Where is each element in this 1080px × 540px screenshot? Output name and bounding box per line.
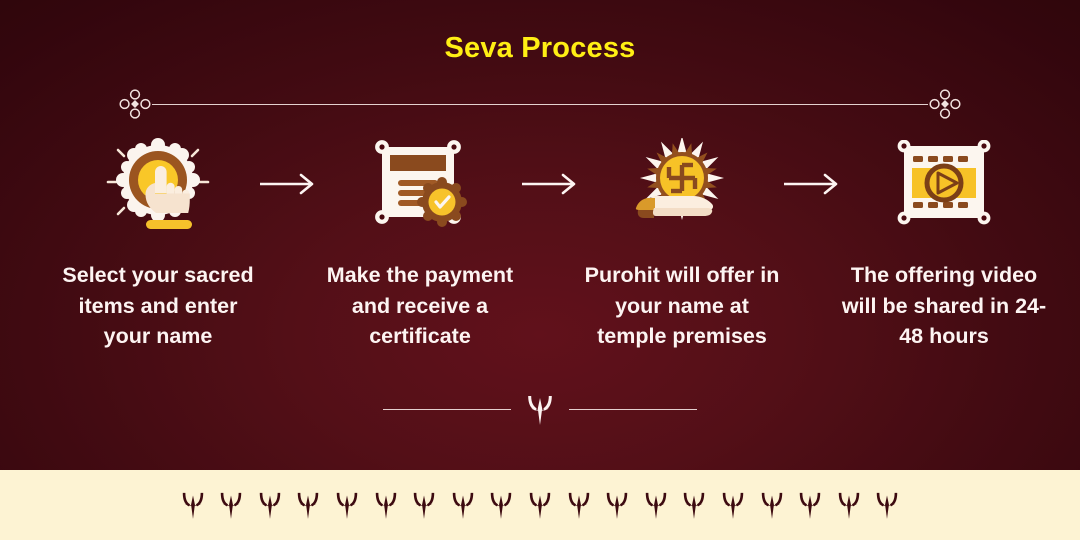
trident-icon [336,492,358,519]
knot-ornament-right-icon [929,89,961,119]
trident-icon [375,492,396,519]
certificate-seal-icon [375,140,467,227]
trident-icon [722,492,744,519]
trident-icon [221,492,242,519]
trident-icon [645,492,667,519]
step-2-icon-slot [322,136,518,232]
steps-row: Select your sacred items and enter your … [60,136,1046,352]
divider-rule [152,103,928,105]
hand-offering-lotus-swastika-icon [635,138,724,220]
trident-icon [259,492,281,519]
knot-ornament-left-icon [119,89,151,119]
trident-icon [182,492,203,519]
trident-icon [491,492,512,519]
trident-icon [568,492,589,519]
trident-icon [528,396,552,425]
bottom-divider [0,392,1080,426]
step-item-4: The offering video will be shared in 24-… [842,136,1046,352]
film-strip-play-icon [897,140,991,225]
trident-icon [877,492,898,519]
step-4-caption: The offering video will be shared in 24-… [841,263,1047,349]
trident-icon [799,492,821,519]
divider-rule-left [383,408,511,410]
arrow-right-icon [522,173,576,195]
trident-icon [761,492,782,519]
step-3-caption: Purohit will offer in your name at templ… [584,263,780,349]
step-1-caption: Select your sacred items and enter your … [62,263,254,349]
divider-rule-right [569,408,697,410]
hand-click-sunburst-icon [106,138,210,229]
trident-icon [606,492,628,519]
trident-icon [413,492,435,519]
trident-icon [298,492,319,519]
step-2-caption: Make the payment and receive a certifica… [326,263,514,349]
arrow-right-icon [260,173,314,195]
arrow-1 [256,136,322,232]
trident-icon [838,492,859,519]
arrow-2 [518,136,584,232]
step-item-3: Purohit will offer in your name at templ… [584,136,780,352]
arrow-right-icon [784,173,838,195]
page-title: Seva Process [444,32,636,64]
step-1-icon-slot [60,136,256,232]
trident-icon [684,492,705,519]
step-4-icon-slot [846,136,1042,232]
bottom-pattern-band [0,470,1080,540]
top-divider [118,88,962,120]
step-3-icon-slot [584,136,780,232]
arrow-3 [780,136,846,232]
trident-icon [529,492,551,519]
step-item-2: Make the payment and receive a certifica… [322,136,518,352]
trident-icon [452,492,474,519]
step-item-1: Select your sacred items and enter your … [60,136,256,352]
